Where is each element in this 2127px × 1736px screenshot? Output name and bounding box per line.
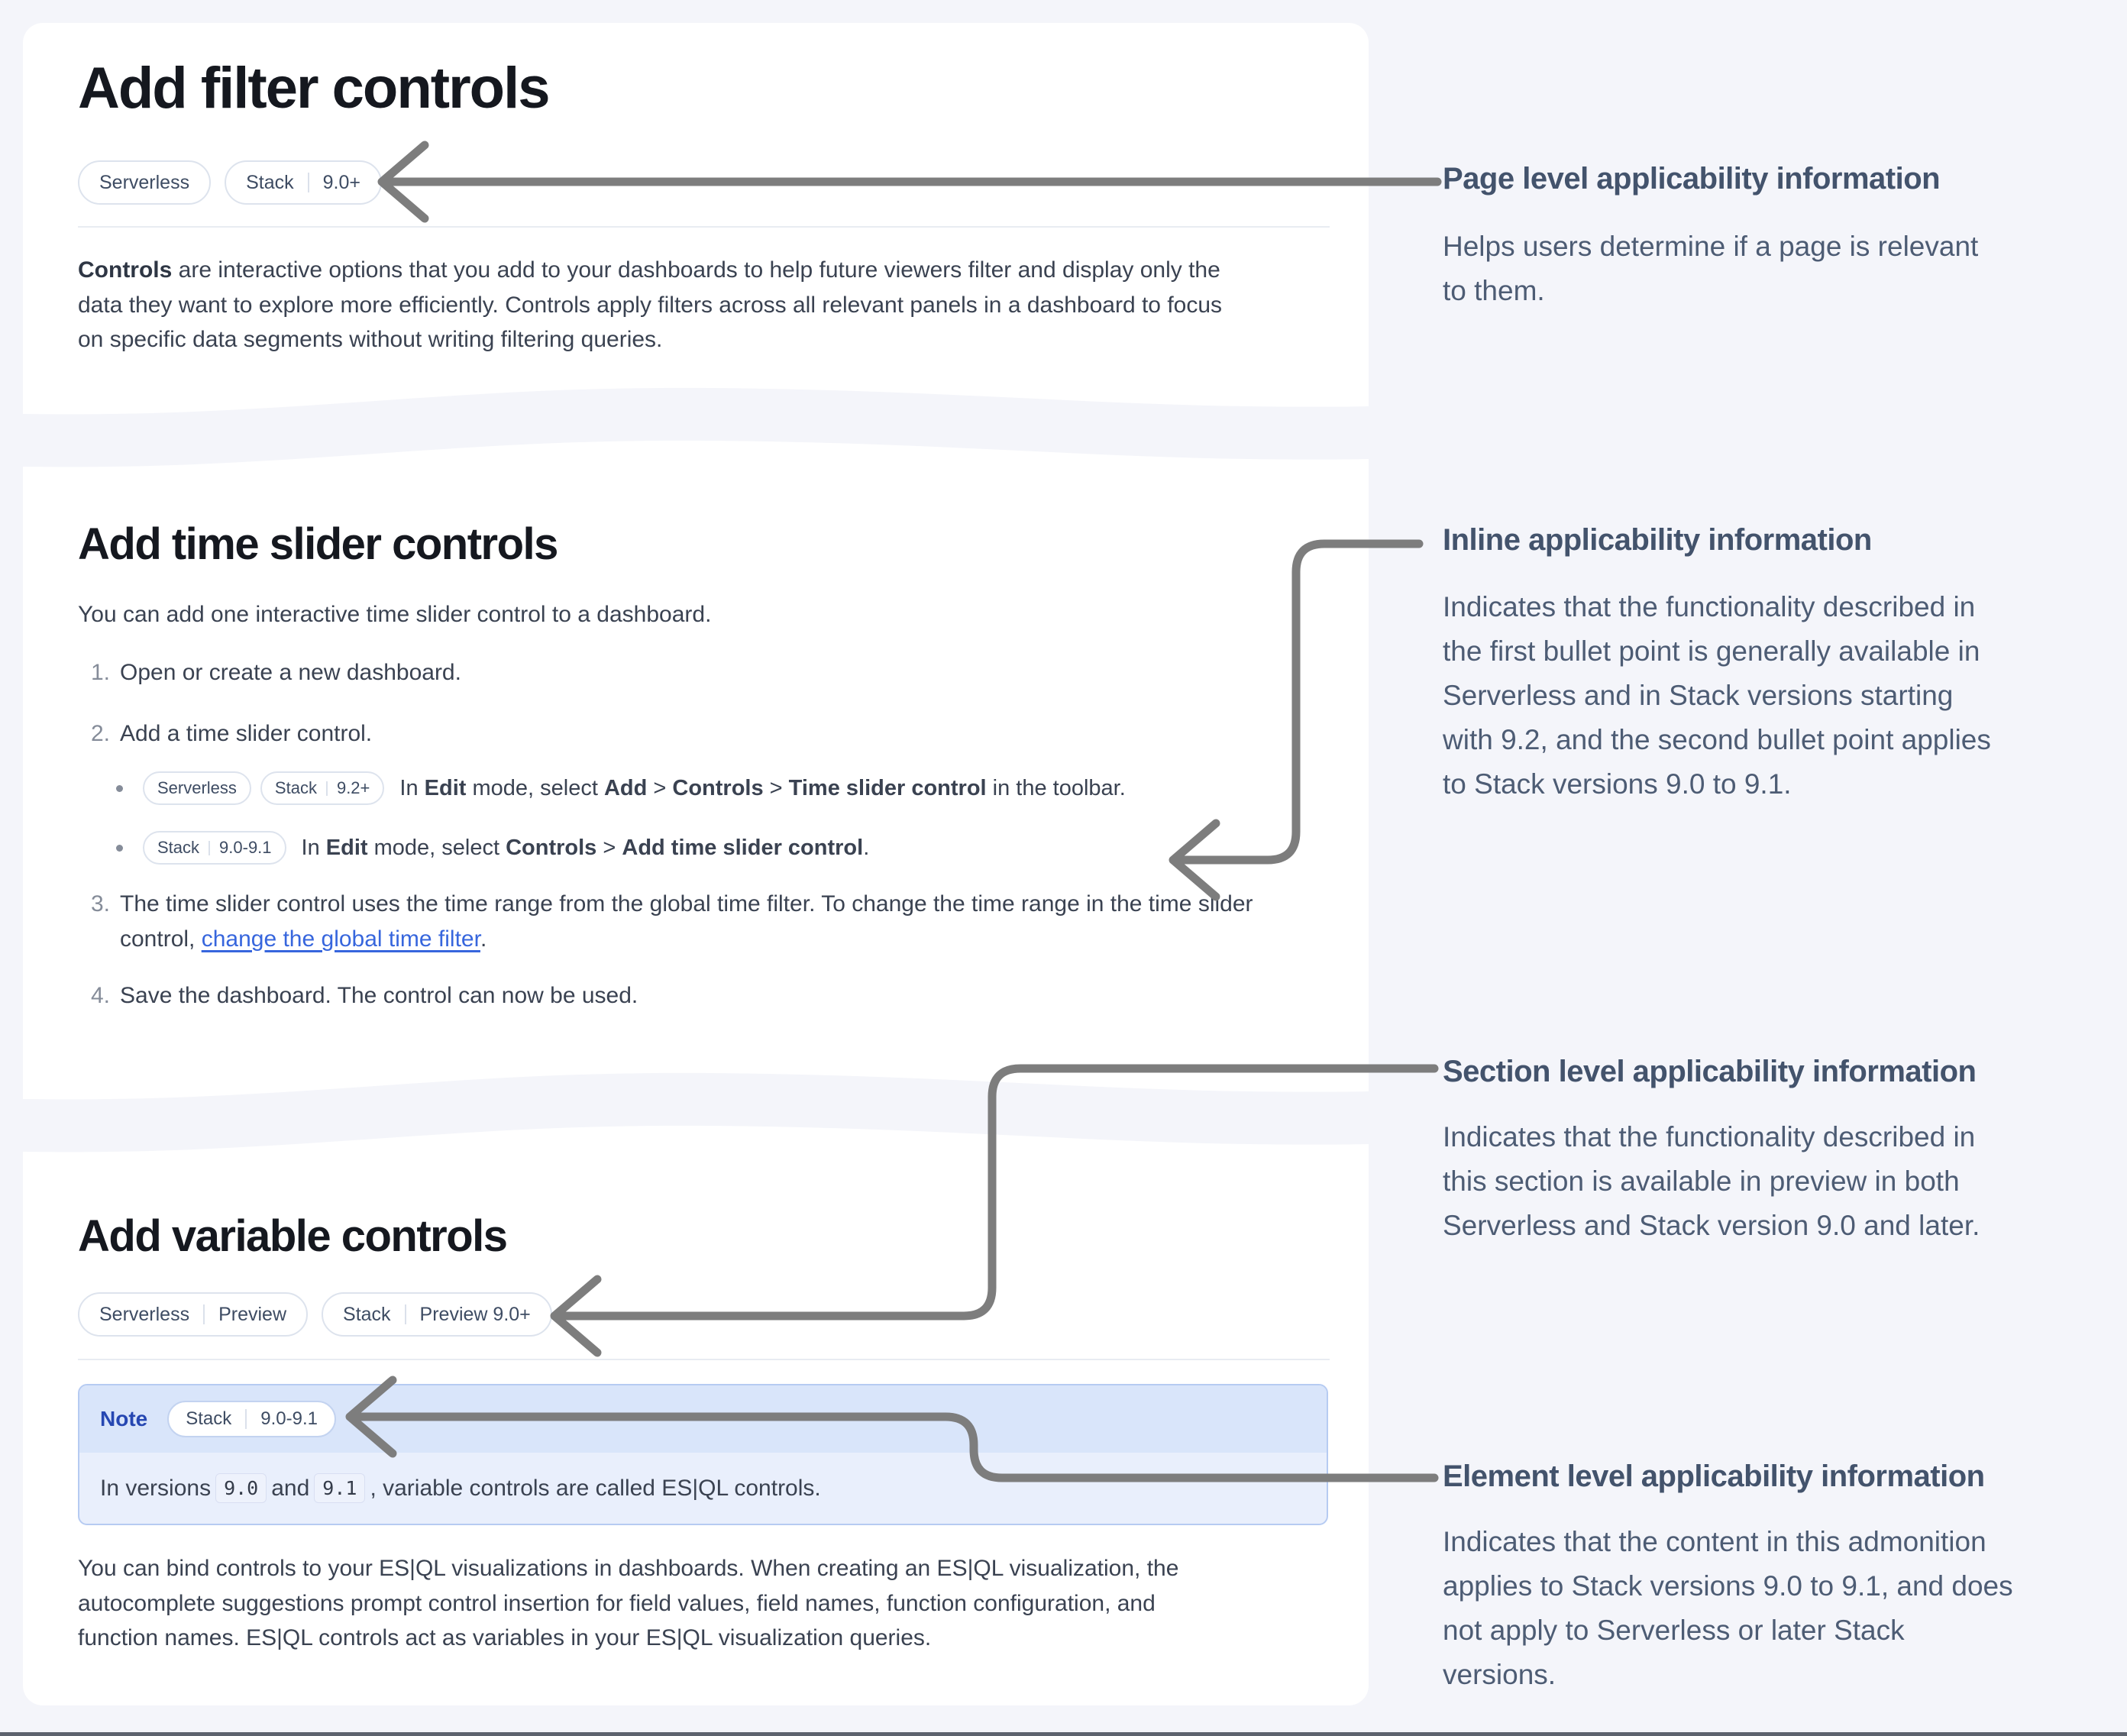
badge-divider <box>203 1304 205 1324</box>
annotation-body-page-level: Helps users determine if a page is relev… <box>1443 231 1979 306</box>
badge-divider <box>307 173 309 192</box>
step-number: 2. <box>90 721 110 746</box>
global-time-filter-link[interactable]: change the global time filter <box>201 926 480 952</box>
badge-serverless-preview[interactable]: Serverless Preview <box>78 1292 309 1337</box>
section-divider <box>78 226 1330 228</box>
page-level-badges: Serverless Stack 9.0+ <box>78 160 382 205</box>
badge-divider <box>404 1304 406 1324</box>
badge-label: Serverless <box>99 171 190 193</box>
badge-label: Stack <box>274 778 317 797</box>
note-label: Note <box>100 1407 148 1431</box>
intro-text: are interactive options that you add to … <box>78 257 1223 352</box>
section-level-badges: Serverless Preview Stack Preview 9.0+ <box>78 1292 552 1337</box>
annotation-body-inline: Indicates that the functionality describ… <box>1443 591 1991 800</box>
annotation-body-element-level: Indicates that the content in this admon… <box>1443 1526 2013 1690</box>
badge-stack-version[interactable]: Stack 9.0+ <box>225 160 382 205</box>
badge-lifecycle-version: Preview 9.0+ <box>419 1303 531 1325</box>
badge-label: Stack <box>157 838 200 857</box>
page-title: Add filter controls <box>78 56 550 121</box>
step-number: 1. <box>90 660 110 685</box>
section-title-time-slider: Add time slider controls <box>78 519 558 569</box>
badge-label: Stack <box>186 1408 232 1429</box>
step-text: Save the dashboard. The control can now … <box>120 983 638 1008</box>
badge-label: Stack <box>343 1303 391 1325</box>
section-divider <box>78 1359 1330 1360</box>
code-chip: 9.1 <box>314 1473 366 1503</box>
screen-bottom-edge <box>0 1732 2127 1736</box>
bullet-stack-90-91: Stack 9.0-9.1 In Edit mode, select Contr… <box>116 831 869 865</box>
badge-label: Serverless <box>157 778 237 797</box>
annotation-title-page-level: Page level applicability information <box>1443 162 1941 196</box>
badge-stack-version[interactable]: Stack 9.0-9.1 <box>167 1401 336 1437</box>
badge-divider <box>245 1409 247 1429</box>
bullet-dot-icon <box>116 844 123 852</box>
badge-version: 9.2+ <box>336 778 370 797</box>
step-number: 3. <box>90 891 110 916</box>
annotation-title-inline: Inline applicability information <box>1443 523 1872 557</box>
badge-serverless[interactable]: Serverless <box>78 160 212 205</box>
step-text: The time slider control uses the time ra… <box>120 891 1253 952</box>
time-slider-lead: You can add one interactive time slider … <box>78 602 712 627</box>
step-text: Add a time slider control. <box>120 721 373 746</box>
step-4: 4. Save the dashboard. The control can n… <box>78 978 638 1013</box>
badge-lifecycle: Preview <box>218 1303 287 1325</box>
bullet-dot-icon <box>116 784 123 792</box>
step-text: Open or create a new dashboard. <box>120 660 461 685</box>
note-header: Note Stack 9.0-9.1 <box>79 1385 1327 1453</box>
badge-label: Serverless <box>99 1303 190 1325</box>
badge-divider <box>208 840 211 855</box>
bullet-text: In Edit mode, select Add > Controls > Ti… <box>399 775 1126 800</box>
annotation-title-element-level: Element level applicability information <box>1443 1460 1985 1493</box>
bullet-text: In Edit mode, select Controls > Add time… <box>301 835 870 860</box>
badge-serverless[interactable]: Serverless <box>143 771 251 805</box>
annotation-title-section-level: Section level applicability information <box>1443 1055 1977 1088</box>
badge-stack-preview-version[interactable]: Stack Preview 9.0+ <box>322 1292 552 1337</box>
badge-stack-version[interactable]: Stack 9.2+ <box>260 771 385 805</box>
step-3: 3. The time slider control uses the time… <box>78 887 1253 957</box>
variable-controls-paragraph: You can bind controls to your ES|QL visu… <box>78 1556 1179 1650</box>
badge-label: Stack <box>246 171 294 193</box>
step-1: 1. Open or create a new dashboard. <box>78 655 461 690</box>
badge-version: 9.0+ <box>322 171 360 193</box>
badge-version: 9.0-9.1 <box>219 838 272 857</box>
annotation-body-section-level: Indicates that the functionality describ… <box>1443 1121 1980 1241</box>
bullet-serverless-stack-92: Serverless Stack 9.2+ In Edit mode, sele… <box>116 771 1126 805</box>
badge-stack-version[interactable]: Stack 9.0-9.1 <box>143 831 286 865</box>
intro-paragraph: Controls are interactive options that yo… <box>78 253 1376 357</box>
badge-divider <box>325 781 328 796</box>
section-title-variable-controls: Add variable controls <box>78 1211 508 1261</box>
intro-bold-term: Controls <box>78 257 173 283</box>
code-chip: 9.0 <box>215 1473 267 1503</box>
step-number: 4. <box>90 983 110 1008</box>
note-admonition: Note Stack 9.0-9.1 In versions 9.0 and 9… <box>78 1384 1328 1525</box>
badge-version: 9.0-9.1 <box>260 1408 318 1429</box>
step-2: 2. Add a time slider control. <box>78 716 372 752</box>
note-body: In versions 9.0 and 9.1, variable contro… <box>79 1453 1327 1524</box>
